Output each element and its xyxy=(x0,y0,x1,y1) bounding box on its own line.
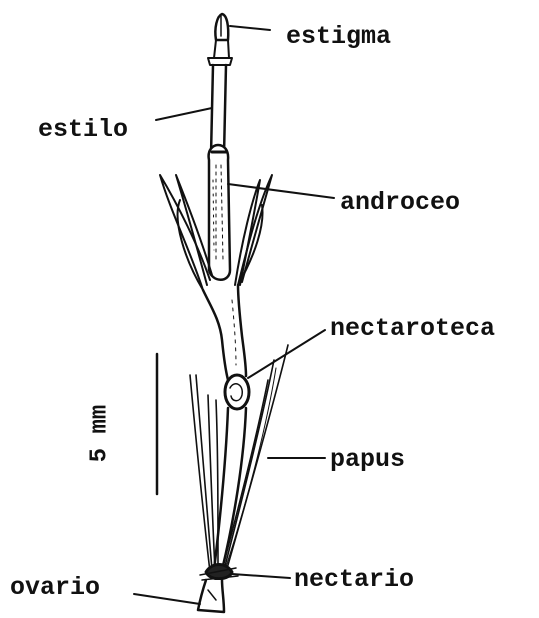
ovary-drawing xyxy=(198,565,238,613)
label-estilo: estilo xyxy=(38,117,128,142)
leader-androceo xyxy=(228,184,334,198)
leader-nectario xyxy=(232,574,290,578)
label-papus: papus xyxy=(330,447,405,472)
scale-bar-label: 5 mm xyxy=(87,389,114,479)
label-nectaroteca: nectaroteca xyxy=(330,316,495,341)
leader-nectaroteca xyxy=(248,330,325,378)
label-ovario: ovario xyxy=(10,575,100,600)
label-androceo: androceo xyxy=(340,190,460,215)
label-nectario: nectario xyxy=(294,567,414,592)
leader-ovario xyxy=(134,594,200,604)
label-estigma: estigma xyxy=(286,24,391,49)
stigma-drawing xyxy=(208,14,232,65)
style-drawing xyxy=(211,65,226,155)
corolla-tube xyxy=(203,285,246,380)
nectaroteca-drawing xyxy=(225,375,249,409)
leader-estigma xyxy=(230,26,270,30)
leader-estilo xyxy=(156,108,212,120)
androecium-drawing xyxy=(209,145,230,280)
